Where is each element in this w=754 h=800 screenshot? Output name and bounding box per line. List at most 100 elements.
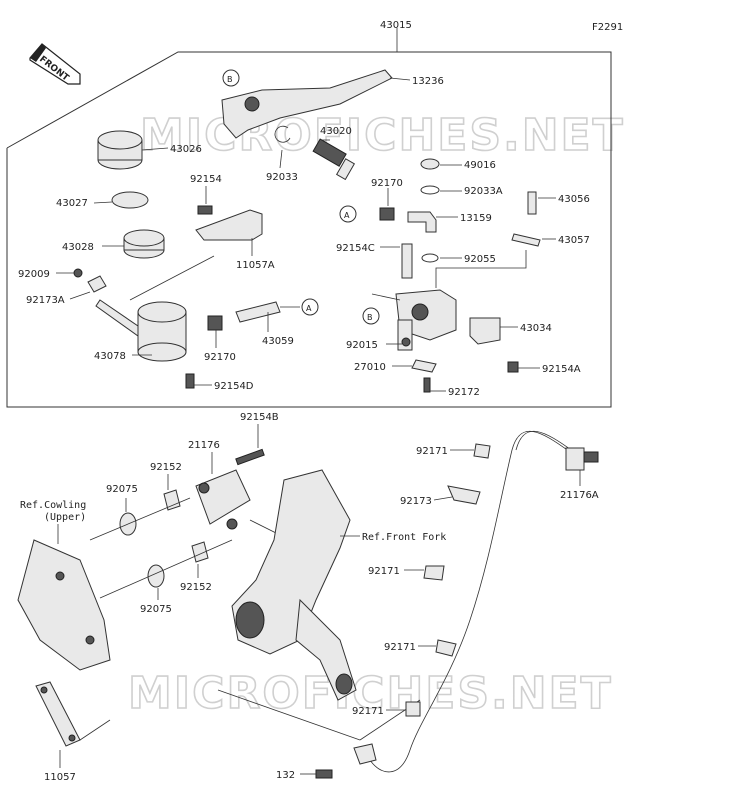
clamp-43034 [469,317,501,345]
cowling-bracket [17,539,111,671]
label-11057: 11057 [44,772,76,783]
nut-92015 [401,337,411,347]
label-92015: 92015 [346,340,378,351]
label-92154C: 92154C [336,243,375,254]
label-43078: 43078 [94,351,126,362]
label-27010: 27010 [354,362,386,373]
label-43056: 43056 [558,194,590,205]
screw-92154 [197,205,213,215]
reservoir-body [95,299,187,362]
ref-cowling-line1: Ref.Cowling [20,500,86,511]
circlip-92033A [420,185,440,195]
screw-92172 [423,377,431,393]
callout-a-text-2: A [306,304,312,313]
label-92055: 92055 [464,254,496,265]
callout-a-circle-2 [301,298,319,316]
label-43057: 43057 [558,235,590,246]
callout-a-text-1: A [344,211,350,220]
label-13236: 13236 [412,76,444,87]
label-43059: 43059 [262,336,294,347]
clip-92171-b [423,565,445,581]
screw-92009 [73,268,83,278]
label-92173A: 92173A [26,295,65,306]
callout-b-circle-1 [222,69,240,87]
collar-92152-a [163,489,181,511]
bolt-132 [315,769,333,779]
label-21176: 21176 [188,440,220,451]
label-43027: 43027 [56,198,88,209]
ref-front-fork: Ref.Front Fork [362,532,446,543]
label-92172: 92172 [448,387,480,398]
clip-92171-a [473,443,491,459]
label-92170-mid: 92170 [204,352,236,363]
cap-49016 [420,158,440,170]
label-92154B: 92154B [240,412,279,423]
ref-cowling-line2: (Upper) [44,512,86,523]
bolt-92154B [235,448,265,466]
clip-92171-d [405,701,421,717]
sensor-mount [353,743,377,765]
bracket-43057 [511,233,541,247]
label-92154D: 92154D [214,381,254,392]
fitting-13159 [407,211,437,233]
label-92152-b: 92152 [180,582,212,593]
screw-92154D [185,373,195,389]
callout-b-text-1: B [227,75,233,84]
reservoir-hose [235,301,281,323]
label-92173: 92173 [400,496,432,507]
label-11057A: 11057A [236,260,275,271]
label-43026: 43026 [170,144,202,155]
clamp-92173 [447,485,481,505]
watermark-bottom: MICROFICHES.NET [128,668,613,719]
label-92171-b: 92171 [368,566,400,577]
master-cylinder [395,289,457,351]
reservoir-cap [97,130,143,170]
label-92154A: 92154A [542,364,581,375]
front-arrow-icon: FRONT [29,43,81,85]
label-49016: 49016 [464,160,496,171]
label-92154-top: 92154 [190,174,222,185]
label-43020: 43020 [320,126,352,137]
clip-92171-c [435,639,457,657]
label-92075-a: 92075 [106,484,138,495]
label-92171-a: 92171 [416,446,448,457]
label-21176A: 21176A [560,490,599,501]
label-92171-c: 92171 [384,642,416,653]
bolt-92154C [401,243,413,279]
brake-lever [221,69,393,139]
label-43034: 43034 [520,323,552,334]
bracket-11057A [195,209,263,241]
diaphragm-plate [111,191,149,209]
label-92009: 92009 [18,269,50,280]
diaphragm [123,229,165,259]
callout-b-text-2: B [367,313,373,322]
callout-a-circle-1 [339,205,357,223]
sensor-21176A [565,447,599,471]
label-92152-a: 92152 [150,462,182,473]
callout-b-circle-2 [362,307,380,325]
label-92171-d: 92171 [352,706,384,717]
screw-92154A [507,361,519,373]
sensor-cable [369,431,571,773]
banjo-clamp [379,207,395,221]
assembly-frame [6,51,612,408]
hose-clamp [207,315,223,331]
clamp-92173A [87,275,107,293]
grommet-92075-b [147,564,165,588]
figure-code: F2291 [592,22,623,33]
label-92033A: 92033A [464,186,503,197]
label-132: 132 [276,770,295,781]
label-92033: 92033 [266,172,298,183]
switch-27010 [411,359,437,373]
o-ring-92055 [421,253,439,263]
label-92170-top: 92170 [371,178,403,189]
label-43015: 43015 [380,20,412,31]
push-rod [312,138,356,181]
label-43028: 43028 [62,242,94,253]
front-fork [231,469,357,701]
switch-43056 [527,191,537,215]
watermark-top: MICROFICHES.NET [140,110,625,161]
sensor-bracket-21176 [195,469,251,530]
circlip-icon [274,125,291,143]
